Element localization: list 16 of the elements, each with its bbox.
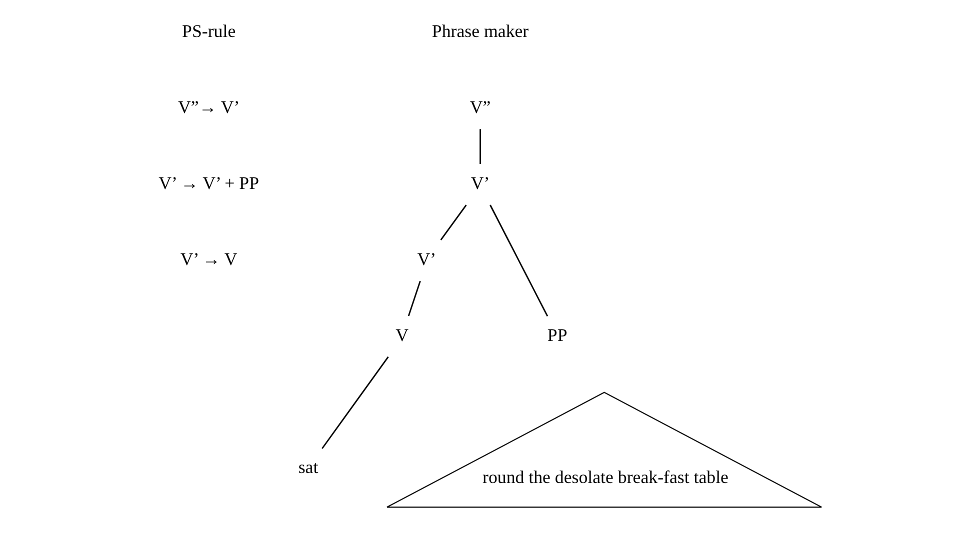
label: V”→ V’ (178, 96, 240, 117)
label: V’ → V (180, 248, 238, 269)
node-text: V’ (417, 248, 436, 269)
connector (490, 204, 548, 317)
node-text: V” (470, 96, 491, 117)
label: Phrase maker (432, 20, 529, 41)
label: PS-rule (182, 20, 236, 41)
node-text: V (396, 324, 409, 345)
node-text: V’ (470, 172, 490, 193)
connector (440, 204, 467, 240)
connector (322, 356, 389, 449)
label: V’ → V’ + PP (158, 172, 260, 193)
connector (480, 129, 482, 164)
connector (408, 280, 421, 316)
node-text: sat (298, 457, 318, 478)
node-text: PP (547, 324, 568, 345)
